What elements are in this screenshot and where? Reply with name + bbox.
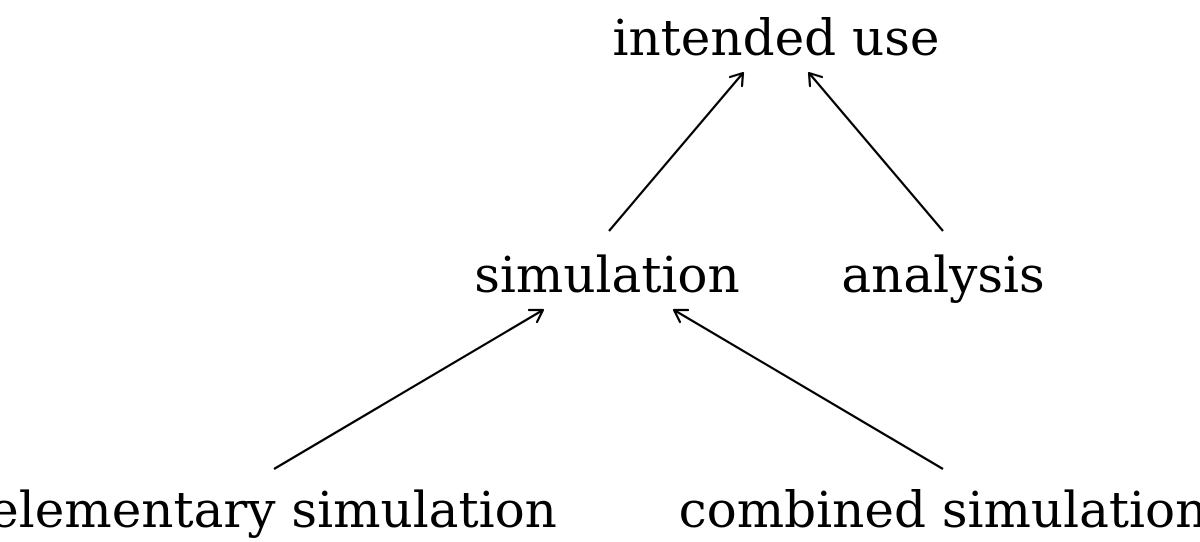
edge-elementary-simulation-to-simulation <box>273 308 545 470</box>
node-elementary-simulation: elementary simulation <box>0 481 557 539</box>
node-combined-simulation: combined simulation <box>679 481 1200 539</box>
node-simulation: simulation <box>474 246 739 304</box>
node-analysis: analysis <box>841 246 1044 304</box>
node-intended-use: intended use <box>612 9 939 67</box>
edge-combined-simulation-to-simulation <box>672 308 944 470</box>
edge-analysis-to-intended-use <box>807 71 944 232</box>
edge-simulation-to-intended-use <box>608 71 745 232</box>
